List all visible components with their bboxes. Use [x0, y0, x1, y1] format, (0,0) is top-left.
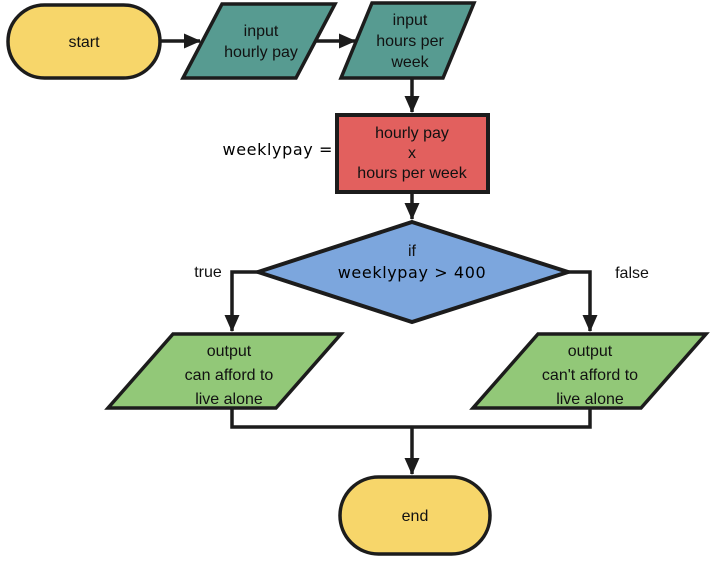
branch-true-label: true [194, 264, 222, 281]
edges [160, 33, 598, 475]
compute-weekly-pay-line1: hourly pay [375, 125, 449, 142]
node-output-can-afford: output can afford to live alone [104, 332, 345, 410]
node-output-cant-afford: output can't afford to live alone [469, 332, 710, 410]
node-start: start [6, 3, 162, 80]
node-input-hourly-pay: input hourly pay [180, 2, 338, 80]
end-shape [338, 475, 492, 556]
input-hours-per-week-line1: input [393, 12, 428, 29]
output-can-afford-line3: live alone [195, 391, 263, 408]
input-hourly-pay-shape [180, 2, 338, 80]
input-hourly-pay-line1: input [244, 23, 279, 40]
decision-line1: if [408, 243, 417, 260]
decision-line2: weeklypay > 400 [338, 263, 487, 282]
compute-weekly-pay-line3: hours per week [357, 165, 467, 182]
output-cant-afford-line1: output [568, 343, 613, 360]
compute-weekly-pay-shape [335, 113, 490, 194]
end-label: end [402, 508, 429, 525]
output-can-afford-line1: output [207, 343, 252, 360]
decision-shape [251, 219, 575, 325]
node-decision: if weeklypay > 400 [251, 219, 575, 325]
input-hours-per-week-line3: week [390, 54, 429, 71]
compute-weekly-pay-line2: x [408, 145, 416, 162]
output-can-afford-line2: can afford to [185, 367, 274, 384]
input-hours-per-week-shape [338, 1, 477, 80]
input-hours-per-week-line2: hours per [376, 33, 444, 50]
node-compute-weekly-pay: hourly pay x hours per week [335, 113, 490, 194]
input-hourly-pay-line2: hourly pay [224, 44, 298, 61]
edge-merge-join [230, 408, 592, 429]
start-label: start [68, 34, 100, 51]
output-cant-afford-shape [469, 332, 710, 410]
assignment-annotation: weeklypay = [223, 140, 333, 159]
edge-decision-true [224, 270, 258, 332]
output-can-afford-shape [104, 332, 345, 410]
edge-decision-false [568, 270, 598, 332]
start-shape [6, 3, 162, 80]
node-input-hours-per-week: input hours per week [338, 1, 477, 80]
branch-false-label: false [615, 265, 649, 282]
node-end: end [338, 475, 492, 556]
output-cant-afford-line2: can't afford to [542, 367, 638, 384]
output-cant-afford-line3: live alone [556, 391, 624, 408]
